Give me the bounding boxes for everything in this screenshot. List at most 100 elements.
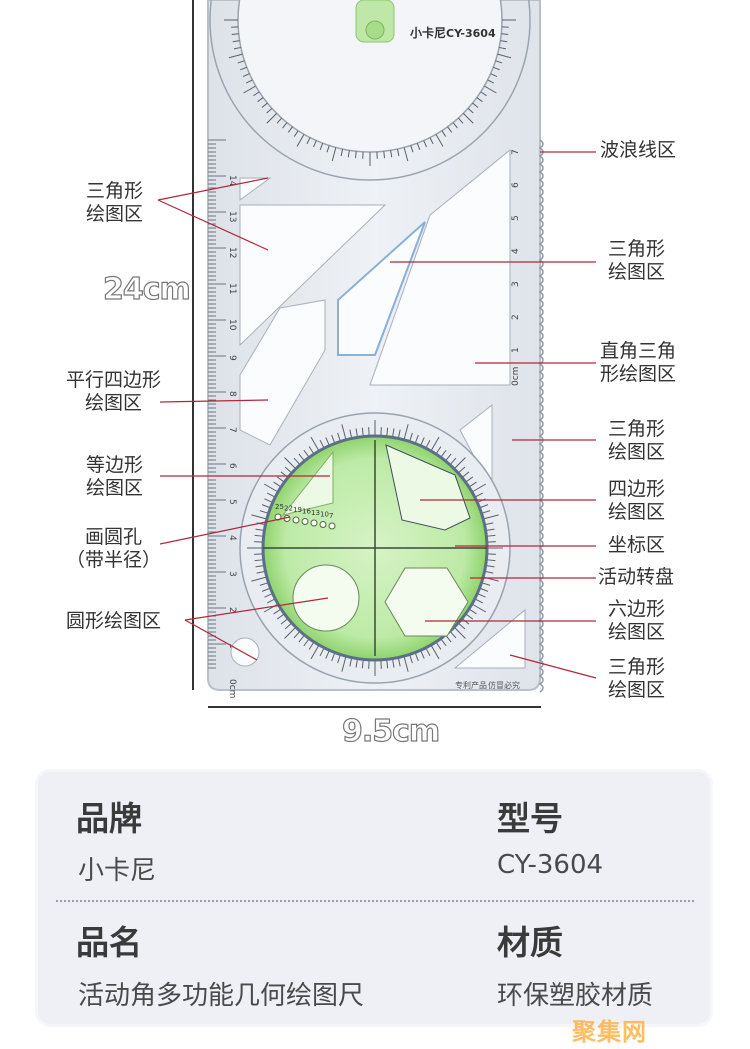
material-value: 环保塑胶材质: [497, 981, 654, 1011]
dial-tick: [276, 476, 284, 482]
protractor-tick: [457, 117, 464, 124]
scale-number: 14: [227, 175, 237, 187]
protractor-tick: [435, 134, 444, 147]
triangle-cutout-1: [239, 177, 272, 201]
dial-tick: [469, 481, 477, 487]
parallelogram-cutout: [239, 299, 326, 446]
product-name-value: 活动角多功能几何绘图尺: [78, 981, 365, 1011]
protractor-tick: [452, 122, 458, 129]
wave-path: [538, 139, 544, 693]
dial-tick: [308, 446, 314, 454]
dial-tick: [266, 598, 275, 604]
wave-scale-number: 5: [511, 215, 521, 221]
brand-value: 小卡尼: [78, 856, 157, 886]
dial-tick: [482, 582, 491, 586]
circle-area-label: 圆形绘图区: [66, 610, 162, 632]
protractor-tick: [228, 53, 243, 59]
dial-tick: [325, 651, 330, 659]
dial-tick: [403, 424, 409, 439]
stamp-left: 专利产品: [455, 680, 487, 690]
dial-tick: [255, 528, 264, 531]
dial-tick: [255, 565, 264, 568]
dial-tick: [485, 571, 494, 574]
dial-tick: [298, 635, 305, 643]
dial-tick: [480, 504, 489, 508]
dial-tick: [458, 623, 466, 630]
protractor-tick: [231, 33, 239, 36]
protractor-tick: [495, 60, 503, 64]
protractor-tick: [497, 53, 512, 59]
dial-tick: [475, 598, 484, 604]
dial-tick: [415, 653, 419, 662]
dial-tick: [310, 436, 319, 451]
dial-tick: [415, 434, 419, 443]
dial-tick: [392, 659, 395, 668]
dial-tick: [251, 576, 266, 582]
dial-tick: [445, 453, 452, 461]
protractor-tick: [441, 130, 447, 137]
dial-tick: [480, 588, 489, 592]
wavy-line-label: 波浪线区: [600, 139, 677, 161]
protractor-tick: [467, 107, 474, 114]
dial-tick: [319, 439, 325, 448]
coordinate-area-label: 坐标区: [608, 534, 666, 556]
scale-number: 5: [227, 499, 237, 505]
protractor-tick: [403, 147, 409, 162]
dial-tick: [310, 645, 319, 660]
protractor-tick: [484, 85, 497, 94]
protractor-tick: [253, 91, 260, 97]
wave-scale-number: 0cm: [511, 367, 521, 386]
scale-number: 6: [227, 463, 237, 469]
protractor-tick: [340, 149, 344, 157]
protractor-tick: [429, 137, 434, 145]
dial-tick: [450, 457, 457, 465]
dial-tick: [303, 639, 309, 647]
dial-tick: [349, 658, 352, 667]
dial-quadrilateral-cutout: [385, 444, 471, 531]
dial-tick: [261, 588, 270, 592]
triangle-area-left-label: 三角形 绘图区: [86, 180, 144, 225]
dial-tick: [398, 658, 401, 667]
protractor-tick: [423, 140, 427, 148]
dial-tick: [431, 436, 440, 451]
spec-divider: [56, 900, 694, 902]
dial-tick: [331, 434, 335, 443]
scale-number: 4: [227, 535, 237, 541]
parallelogram-area-label: 平行四边形 绘图区: [66, 369, 162, 414]
wave-scale-number: 4: [511, 248, 521, 254]
dial-tick: [403, 657, 409, 672]
protractor-tick: [331, 147, 337, 162]
protractor-tick: [319, 143, 324, 150]
dial-tick: [436, 446, 442, 454]
scale-number: 11: [227, 283, 237, 294]
right-triangle-area-label: 直角三角 形绘图区: [600, 340, 677, 385]
dial-tick: [264, 498, 272, 503]
dial-tick: [355, 659, 358, 668]
model-key: 型号: [497, 799, 563, 838]
dial-tick: [355, 428, 358, 437]
material-key: 材质: [497, 923, 563, 962]
scale-number: 7: [227, 427, 237, 433]
protractor-tick: [266, 107, 273, 114]
protractor-tick: [499, 46, 507, 50]
scale-number: 0cm: [227, 679, 237, 698]
watermark: 聚集网: [572, 1018, 647, 1046]
dial-tick: [261, 504, 270, 508]
protractor-tick: [237, 60, 245, 64]
dial-tick: [485, 522, 494, 525]
dial-tick: [486, 565, 495, 568]
protractor-tick: [287, 126, 293, 133]
product-name-key: 品名: [76, 923, 142, 962]
protractor-tick: [462, 112, 474, 124]
hexagon-area-label: 六边形 绘图区: [608, 598, 666, 643]
dial-tick: [454, 457, 466, 469]
dial-tick: [462, 618, 470, 625]
dial-tick: [264, 593, 272, 598]
dial-tick: [254, 559, 263, 562]
triangle-area-right-1-label: 三角形 绘图区: [608, 238, 666, 283]
callout-lines-right: [390, 151, 597, 679]
dial-tick: [341, 424, 347, 439]
dial-tick: [284, 466, 292, 473]
